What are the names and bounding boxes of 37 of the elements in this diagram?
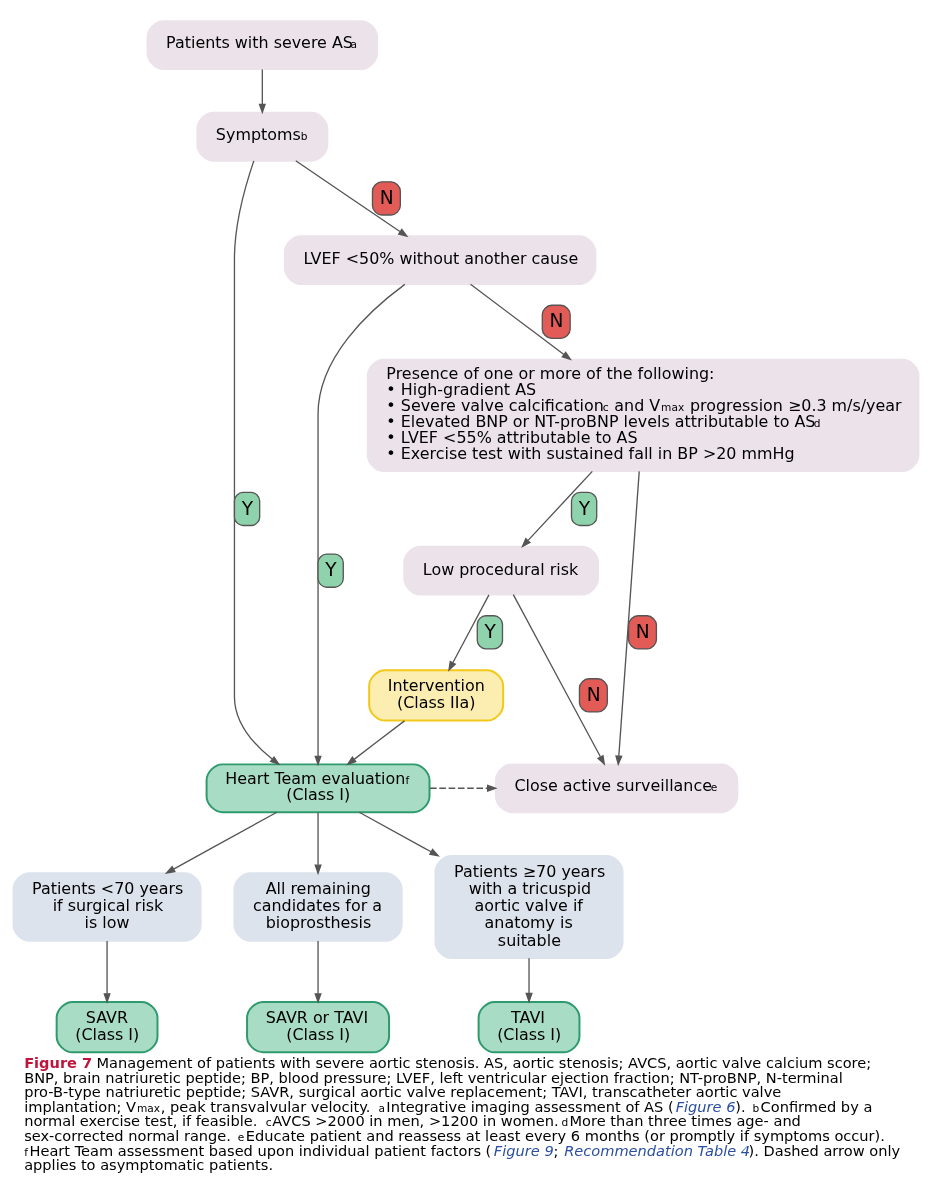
node-box: Heart Team evaluationf (Class I) [205,762,431,813]
edge-label: Y [484,620,496,642]
edge-label: Y [325,558,337,580]
arrow [346,719,406,765]
node-box: Patients <70 years if surgical risk is low [12,871,202,942]
node-box: Close active surveillancee [494,762,739,813]
edge-label: N [586,683,601,705]
edge-label: N [635,620,650,642]
node-box: All remaining candidates for a bioprosthesis [233,871,403,942]
node-box: Patients with severe ASa [146,19,379,70]
arrow [314,283,406,766]
arrow [615,470,640,766]
node-box: Patients ≥70 years with a tricuspid aortic valve if anatomy is suitable [434,854,624,959]
edge-label: N [379,186,394,208]
node-box: SAVR or TAVI (Class I) [246,1000,391,1053]
arrow [314,811,322,875]
edge-label: N [549,309,564,331]
caption: Figure 7 Management of patients with severe aortic stenosis. AS, aortic stenosis; AVCS, aortic valve calcium score; BNP, brain natriuretic peptide; BP, blood pressure; LVEF, left ventricular ejection fraction; NT-proBNP, N-terminal pro-B-type natriuretic peptide; SAVR, surgical aortic valve replacement; TAVI, transcatheter aortic valve implantation; Vmax, peak transvalvular velocity. aIntegrative imaging assessment of AS (Figure 6). bConfirmed by a normal exercise test, if feasible. cAVCS >2000 in men, >1200 in women. dMore than three times age- and sex-corrected normal range. eEducate patient and reassess at least every 6 months (or promptly if symptoms occur). fHeart Team assessment based upon individual patient factors (Figure 9; Recommendation Table 4). Dashed arrow only applies to asymptomatic patients. [24,1053,901,1173]
edge-label: Y [578,497,591,519]
node-box: TAVI (Class I) [477,1000,581,1053]
node-box: SAVR (Class I) [55,1000,159,1053]
arrow [295,159,409,237]
arrow [314,939,322,1004]
node-box: Symptomsb [196,111,329,162]
node-box: Intervention (Class IIa) [368,668,505,722]
arrow [448,593,490,672]
arrow [521,470,593,548]
arrow [258,68,267,114]
arrow [525,956,533,1003]
node-box: Presence of one or more of the following: • High-gradient AS • Severe valve calcificationc and Vmax progression ≥0.3 m/s/year • Elevated BNP or NT-proBNP levels attributable to ASd • LVEF <55% attributable to AS • Exercise test with sustained fall in BP >20 mmHg [366,358,920,472]
arrow [164,811,278,874]
node-box: Low procedural risk [403,545,600,596]
node-box: LVEF <50% without another cause [283,234,597,285]
arrow [429,784,498,792]
arrow [358,811,440,857]
edge-label: Y [241,497,254,519]
arrow [103,939,111,1004]
